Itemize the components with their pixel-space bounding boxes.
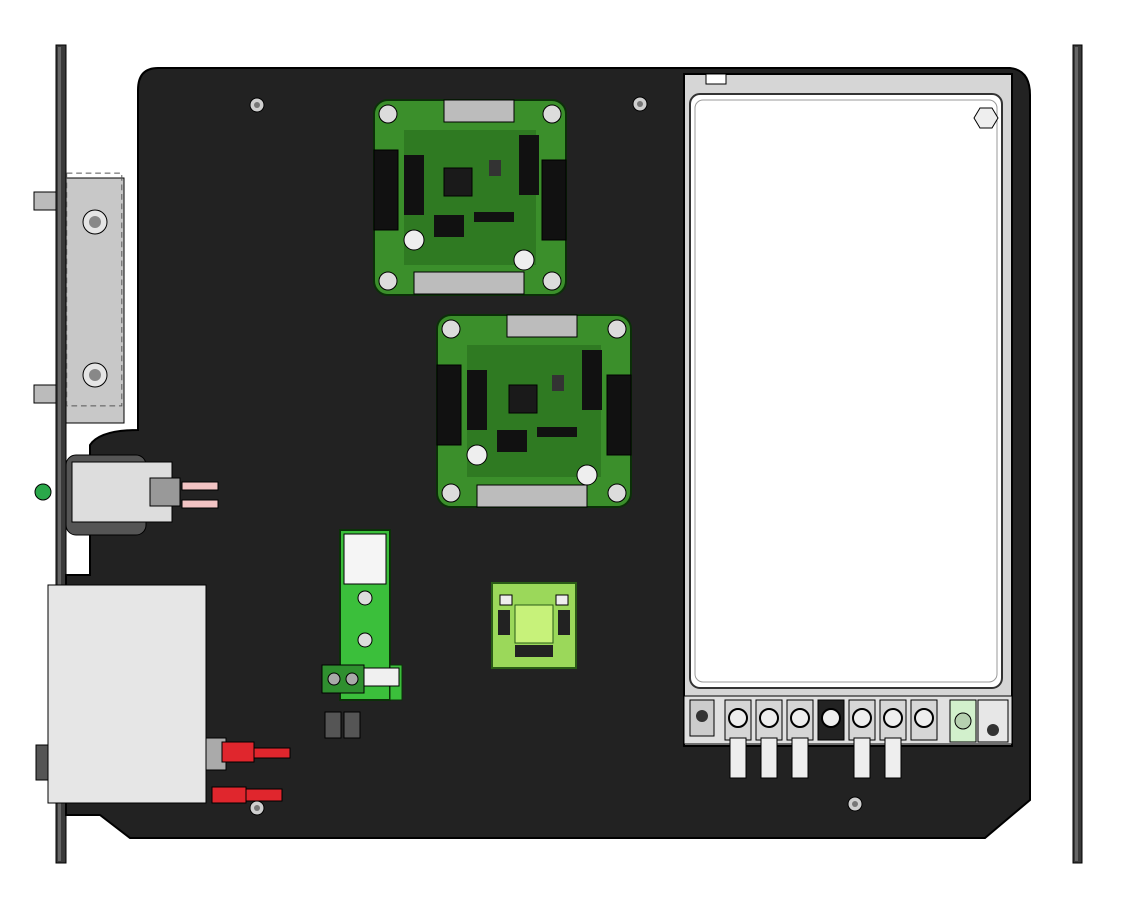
psu-terminal-strip [683,695,1013,779]
psu-spade-lug [791,737,809,779]
psu-screw-terminal [755,699,783,741]
psu-screw-terminal [879,699,907,741]
psu-screw-terminal [817,699,845,741]
psu-spade-lug [884,737,902,779]
psu-screw-terminal [910,699,938,741]
psu-spade-lug [729,737,747,779]
terminal-block-board [321,529,403,739]
power-supply-unit [683,73,1013,747]
psu-screw-terminal [848,699,876,741]
transformer-box [35,584,291,804]
controller-board-upper [373,99,567,296]
right-side-rail [1072,44,1083,864]
panel-led-switch [34,454,219,536]
red-spade-connector [211,741,291,804]
psu-screw-terminal [786,699,814,741]
controller-board-lower [436,314,632,508]
mounting-bracket [33,172,125,424]
sensor-board-small [491,582,577,669]
left-side-rail [55,44,67,864]
psu-screw-terminal [724,699,752,741]
psu-spade-lug [853,737,871,779]
psu-spade-lug [760,737,778,779]
